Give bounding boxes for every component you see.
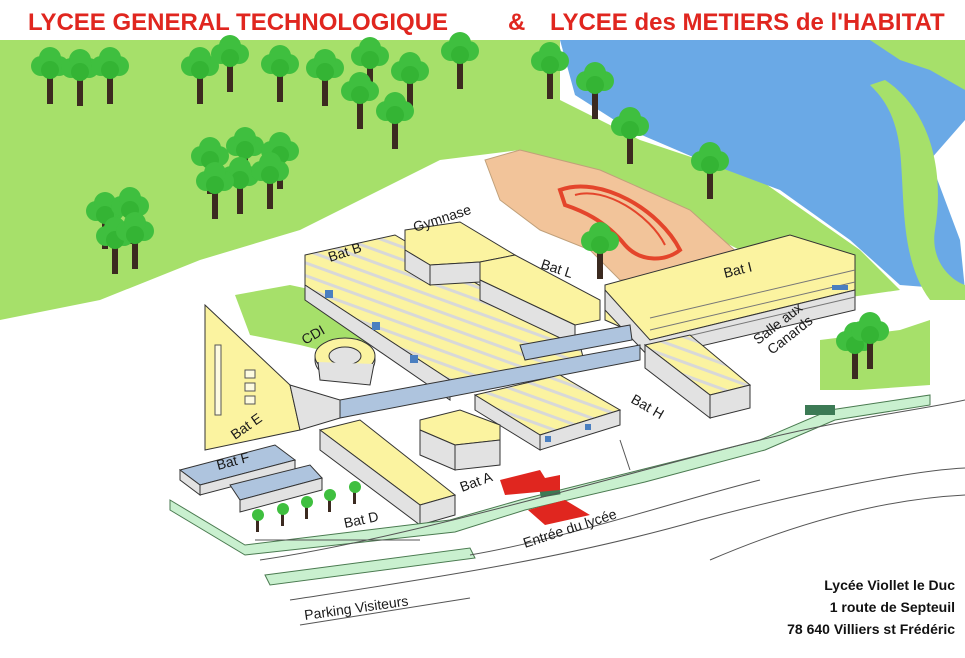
building-bat-f [178, 444, 323, 513]
grass-riverbank [870, 40, 965, 90]
building-bat-e [204, 303, 341, 451]
entrance-arrow-icon [500, 470, 590, 525]
walkway-upper [519, 324, 633, 361]
fence-parking [264, 547, 476, 586]
building-gymnase [404, 221, 517, 286]
building-bat-a [419, 409, 501, 471]
address-line-1: Lycée Viollet le Duc [824, 577, 955, 593]
title-left: LYCEE GENERAL TECHNOLOGIQUE [28, 9, 448, 36]
label-parking: Parking Visiteurs [303, 593, 409, 623]
grass-upper [0, 40, 900, 320]
title-ampersand: & [508, 9, 525, 36]
water-pond [560, 40, 965, 290]
title-right: LYCEE des METIERS de l'HABITAT [550, 9, 945, 36]
building-cdi [314, 337, 376, 386]
building-central [473, 374, 622, 451]
label-bat-i: Bat I [722, 258, 754, 280]
label-bat-d: Bat D [342, 508, 380, 531]
address-line-2: 1 route de Septeuil [830, 599, 955, 615]
building-bat-l [479, 254, 601, 346]
building-bat-d [318, 419, 457, 526]
building-bat-h [643, 334, 752, 420]
address-line-3: 78 640 Villiers st Frédéric [787, 621, 955, 637]
